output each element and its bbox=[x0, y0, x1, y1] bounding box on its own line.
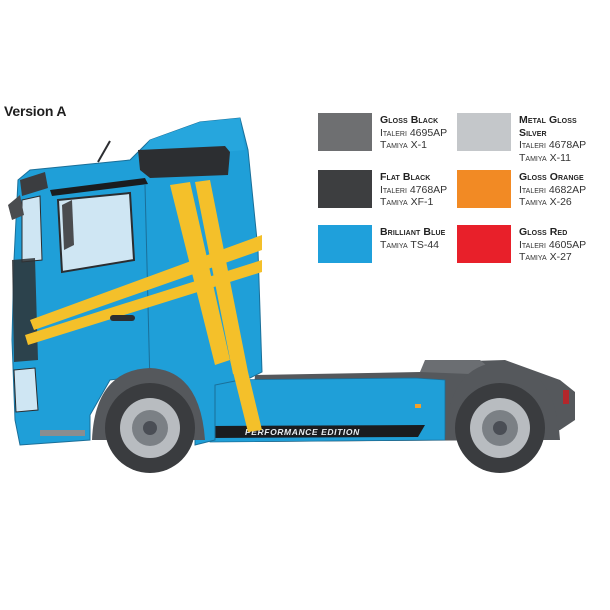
paint-name: Brilliant Blue bbox=[380, 226, 446, 238]
color-swatch bbox=[318, 113, 372, 151]
performance-edition-text: PERFORMANCE EDITION bbox=[245, 427, 360, 437]
side-window bbox=[56, 191, 136, 274]
stripe-vertical-lower bbox=[230, 360, 262, 432]
italeri-code: Italeri 4682AP bbox=[519, 183, 587, 196]
tail-light bbox=[563, 390, 569, 404]
mirror-left bbox=[8, 195, 24, 220]
color-swatch bbox=[318, 225, 372, 263]
truck-illustration: PERFORMANCE EDITION bbox=[8, 117, 575, 473]
headlight bbox=[13, 367, 39, 413]
color-swatch bbox=[457, 113, 511, 151]
top-trim bbox=[50, 178, 148, 196]
paint-brilliant-blue: Brilliant Blue Tamiya TS-44 bbox=[318, 225, 468, 265]
tamiya-code: Tamiya X-11 bbox=[519, 151, 571, 164]
color-swatch bbox=[318, 170, 372, 208]
tamiya-code: Tamiya X-1 bbox=[380, 139, 427, 151]
front-grille bbox=[12, 258, 38, 362]
paint-gloss-orange: Gloss Orange Italeri 4682AP Tamiya X-26 bbox=[457, 170, 607, 210]
mirror-door bbox=[62, 200, 74, 250]
version-title: Version A bbox=[4, 103, 67, 119]
color-swatch bbox=[457, 225, 511, 263]
paint-gloss-red: Gloss Red Italeri 4605AP Tamiya X-27 bbox=[457, 225, 607, 265]
italeri-code: Italeri 4768AP bbox=[380, 183, 448, 196]
tamiya-code: Tamiya X-26 bbox=[519, 196, 572, 208]
sun-visor bbox=[20, 172, 48, 196]
paint-name: Gloss Black bbox=[380, 114, 439, 126]
door-handle bbox=[110, 315, 135, 321]
roof-vent bbox=[138, 146, 230, 178]
stripe-horizontal-2 bbox=[25, 260, 262, 345]
rear-wheel bbox=[445, 362, 560, 473]
step bbox=[40, 430, 85, 436]
paint-name: Metal Gloss Silver bbox=[519, 114, 577, 139]
stripe-vertical-1 bbox=[170, 182, 230, 365]
front-wheel bbox=[105, 383, 195, 473]
tamiya-code: Tamiya X-27 bbox=[519, 251, 572, 263]
italeri-code: Italeri 4605AP bbox=[519, 238, 587, 251]
paint-gloss-black: Gloss Black Italeri 4695AP Tamiya X-1 bbox=[318, 113, 468, 153]
windshield bbox=[21, 195, 43, 263]
italeri-code: Italeri 4678AP bbox=[519, 139, 587, 151]
paint-name: Gloss Orange bbox=[519, 171, 584, 183]
color-swatch bbox=[457, 170, 511, 208]
stripe-horizontal-1 bbox=[30, 235, 262, 330]
side-text-band bbox=[210, 425, 425, 438]
paint-flat-black: Flat Black Italeri 4768AP Tamiya XF-1 bbox=[318, 170, 468, 210]
wiper bbox=[97, 140, 111, 163]
paint-name: Gloss Red bbox=[519, 226, 568, 238]
paint-name: Flat Black bbox=[380, 171, 431, 183]
paint-metal-gloss-silver: Metal Gloss Silver Italeri 4678AP Tamiya… bbox=[457, 113, 607, 164]
marker-light bbox=[415, 404, 421, 408]
tamiya-code: Tamiya XF-1 bbox=[380, 196, 434, 208]
tamiya-code: Tamiya TS-44 bbox=[380, 238, 439, 251]
italeri-code: Italeri 4695AP bbox=[380, 126, 448, 139]
